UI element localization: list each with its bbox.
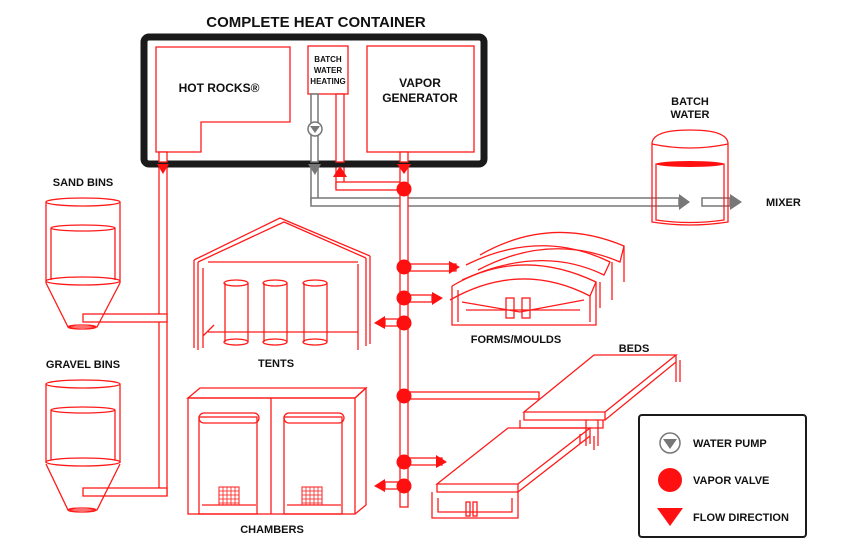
flow-arrow-beds <box>436 455 447 468</box>
batch-water-tank: BATCH WATER <box>651 96 729 226</box>
chambers: CHAMBERS <box>186 386 368 536</box>
vapor-valve-icon[interactable] <box>396 315 412 331</box>
water-pump-arrow <box>310 126 320 133</box>
water-pipe-horizontal <box>310 197 680 207</box>
hot-rocks-label: HOT ROCKS® <box>179 81 260 95</box>
vapor-valve-icon[interactable] <box>396 478 412 494</box>
heat-container: HOT ROCKS® BATCH WATER HEATING VAPOR GEN… <box>140 33 488 168</box>
flow-arrow-water <box>308 164 321 175</box>
gravel-bins-label: GRAVEL BINS <box>46 359 120 371</box>
legend-box <box>638 414 807 538</box>
vapor-valve-icon[interactable] <box>396 181 412 197</box>
chamber-block-left <box>218 486 240 506</box>
vapor-valve-icon[interactable] <box>396 388 412 404</box>
sand-bins-pipe <box>82 313 168 323</box>
vapor-valve-icon[interactable] <box>396 454 412 470</box>
beds-label: BEDS <box>619 343 650 355</box>
legend-vapor-valve-label: VAPOR VALVE <box>693 475 769 487</box>
vapor-valve-icon <box>658 468 682 492</box>
tank-lid-line <box>651 143 729 149</box>
batch-heating-label-1: BATCH <box>314 55 342 64</box>
forms-moulds-label: FORMS/MOULDS <box>471 334 561 346</box>
vapor-generator-label-2: GENERATOR <box>382 91 458 105</box>
forms-moulds: FORMS/MOULDS <box>449 231 625 346</box>
vapor-outlet <box>399 151 409 163</box>
batch-water-label-1: BATCH <box>671 96 709 108</box>
vapor-generator-label-1: VAPOR <box>399 76 441 90</box>
vapor-valve-icon[interactable] <box>396 290 412 306</box>
flow-arrow-chambers <box>374 479 385 492</box>
flow-arrow-forms-1 <box>449 261 460 274</box>
hot-rocks-unit <box>155 46 291 153</box>
vapor-valve-icon[interactable] <box>396 259 412 275</box>
beds: BEDS <box>431 343 681 519</box>
tent-cylinders <box>223 279 328 346</box>
flow-arrow-vapor <box>397 164 411 174</box>
batch-heating-label-2: WATER <box>314 66 343 75</box>
flow-arrow-to-batch-water <box>679 194 690 210</box>
legend-water-pump-label: WATER PUMP <box>693 438 767 450</box>
tents-label: TENTS <box>258 358 294 370</box>
water-pump-arrow-icon <box>663 439 677 449</box>
sand-bins-label: SAND BINS <box>53 177 114 189</box>
flow-arrow-to-mixer <box>730 194 742 210</box>
chamber-block-right <box>301 486 323 506</box>
aggregate-pipe-main <box>158 159 168 496</box>
batch-water-label-2: WATER <box>671 109 710 121</box>
branch-beds-1 <box>403 391 540 400</box>
flow-arrow-return <box>333 166 347 177</box>
tank-water <box>655 163 725 224</box>
vapor-generator-unit <box>366 45 475 153</box>
hot-rocks-outlet <box>158 151 168 163</box>
branch-forms-1 <box>403 263 457 272</box>
flow-arrow-hot-rocks <box>157 164 169 174</box>
batch-water-heating-unit <box>307 45 349 95</box>
batch-heating-return-horizontal <box>335 181 405 191</box>
diagram-title: COMPLETE HEAT CONTAINER <box>206 14 426 31</box>
flow-arrow-tents <box>374 316 385 329</box>
return-pipe-internal <box>335 93 345 163</box>
gravel-bin: GRAVEL BINS <box>45 359 121 513</box>
legend: WATER PUMP VAPOR VALVE FLOW DIRECTION <box>638 414 807 538</box>
chambers-label: CHAMBERS <box>240 524 304 536</box>
flow-direction-icon <box>657 508 683 526</box>
batch-heating-label-3: HEATING <box>310 77 345 86</box>
flow-arrow-forms-2 <box>432 292 443 305</box>
mixer-label: MIXER <box>766 197 801 209</box>
sand-bin: SAND BINS <box>45 177 121 330</box>
tank-body <box>651 129 729 226</box>
tent: TENTS <box>193 217 371 370</box>
gravel-bins-pipe <box>82 487 168 497</box>
water-surface <box>656 161 724 167</box>
vapor-valves <box>396 181 412 494</box>
legend-flow-direction-label: FLOW DIRECTION <box>693 512 789 524</box>
water-pipe-to-mixer <box>701 197 731 207</box>
